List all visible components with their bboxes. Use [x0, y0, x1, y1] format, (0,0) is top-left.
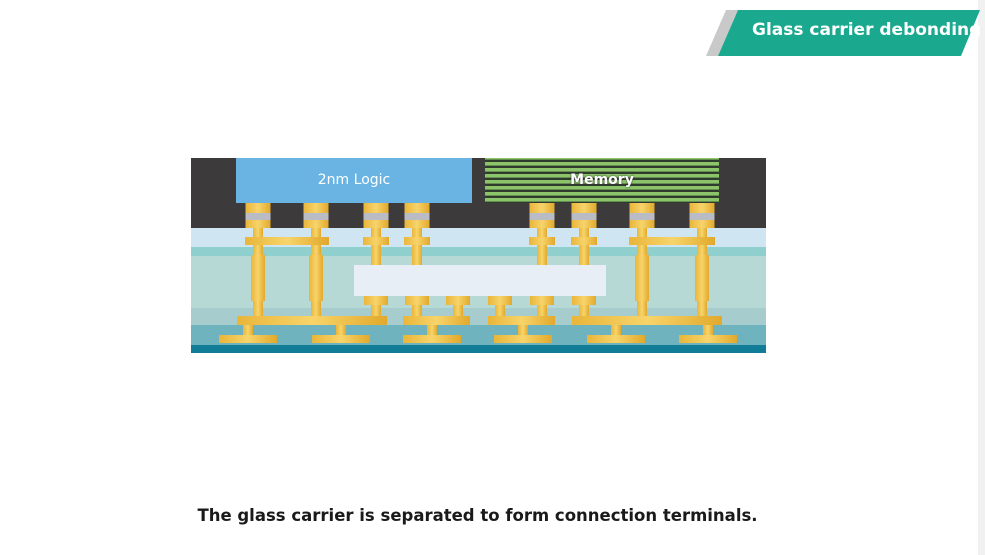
bridge-pad [488, 296, 512, 305]
logic-die-label: 2nm Logic [317, 172, 391, 188]
terminal-stem [703, 325, 713, 335]
rdl-bar [572, 316, 722, 325]
bump-solder [529, 213, 555, 220]
via [697, 228, 707, 240]
bridge-pad [572, 296, 596, 305]
via [537, 228, 547, 240]
frame-edge [978, 0, 985, 555]
terminal-stem [336, 325, 346, 335]
pad [404, 237, 430, 245]
bump-solder [571, 213, 597, 220]
rdl-bar [237, 316, 387, 325]
bump-solder [245, 213, 271, 220]
bump-solder [363, 213, 389, 220]
connect-bar [630, 237, 715, 245]
terminal-stem [611, 325, 621, 335]
via [579, 228, 589, 240]
via [579, 245, 589, 265]
terminal-stem [427, 325, 437, 335]
via [579, 305, 589, 318]
memory-die [485, 158, 719, 203]
via [412, 228, 422, 240]
logic-die [236, 158, 472, 203]
connection-terminal [312, 335, 370, 343]
via [371, 305, 381, 318]
connection-terminal [219, 335, 277, 343]
bump-solder [404, 213, 430, 220]
terminal-stem [243, 325, 253, 335]
connection-terminal [679, 335, 737, 343]
terminal-stem [518, 325, 528, 335]
silicon-bridge [354, 265, 606, 296]
via [371, 228, 381, 240]
pad [571, 237, 597, 245]
passivation-layer [191, 228, 766, 247]
connection-terminal [403, 335, 461, 343]
tall-pillar [251, 255, 265, 301]
via [537, 245, 547, 265]
via [412, 245, 422, 265]
interconnects [219, 203, 737, 343]
rdl-bar [403, 316, 470, 325]
via [311, 228, 321, 240]
via [371, 245, 381, 265]
connection-terminal [587, 335, 645, 343]
bridge-pad [530, 296, 554, 305]
via [637, 228, 647, 240]
via [453, 305, 463, 318]
tall-pillar [309, 255, 323, 301]
step-badge-label: Glass carrier debonding [752, 20, 982, 40]
bump-solder [303, 213, 329, 220]
via [495, 305, 505, 318]
connection-terminal [494, 335, 552, 343]
via [253, 228, 263, 240]
rdl-bar [488, 316, 555, 325]
pad [363, 237, 389, 245]
bump-solder [689, 213, 715, 220]
bottom-layer [191, 345, 766, 353]
tall-pillar [635, 255, 649, 301]
via [537, 305, 547, 318]
bridge-pad [364, 296, 388, 305]
tall-pillar [695, 255, 709, 301]
pad [529, 237, 555, 245]
caption: The glass carrier is separated to form c… [197, 506, 758, 525]
via [412, 305, 422, 318]
bump-solder [629, 213, 655, 220]
bridge-pad [446, 296, 470, 305]
step-badge [706, 10, 980, 56]
memory-die-label: Memory [570, 172, 634, 188]
bridge-pad [405, 296, 429, 305]
connect-bar [245, 237, 328, 245]
